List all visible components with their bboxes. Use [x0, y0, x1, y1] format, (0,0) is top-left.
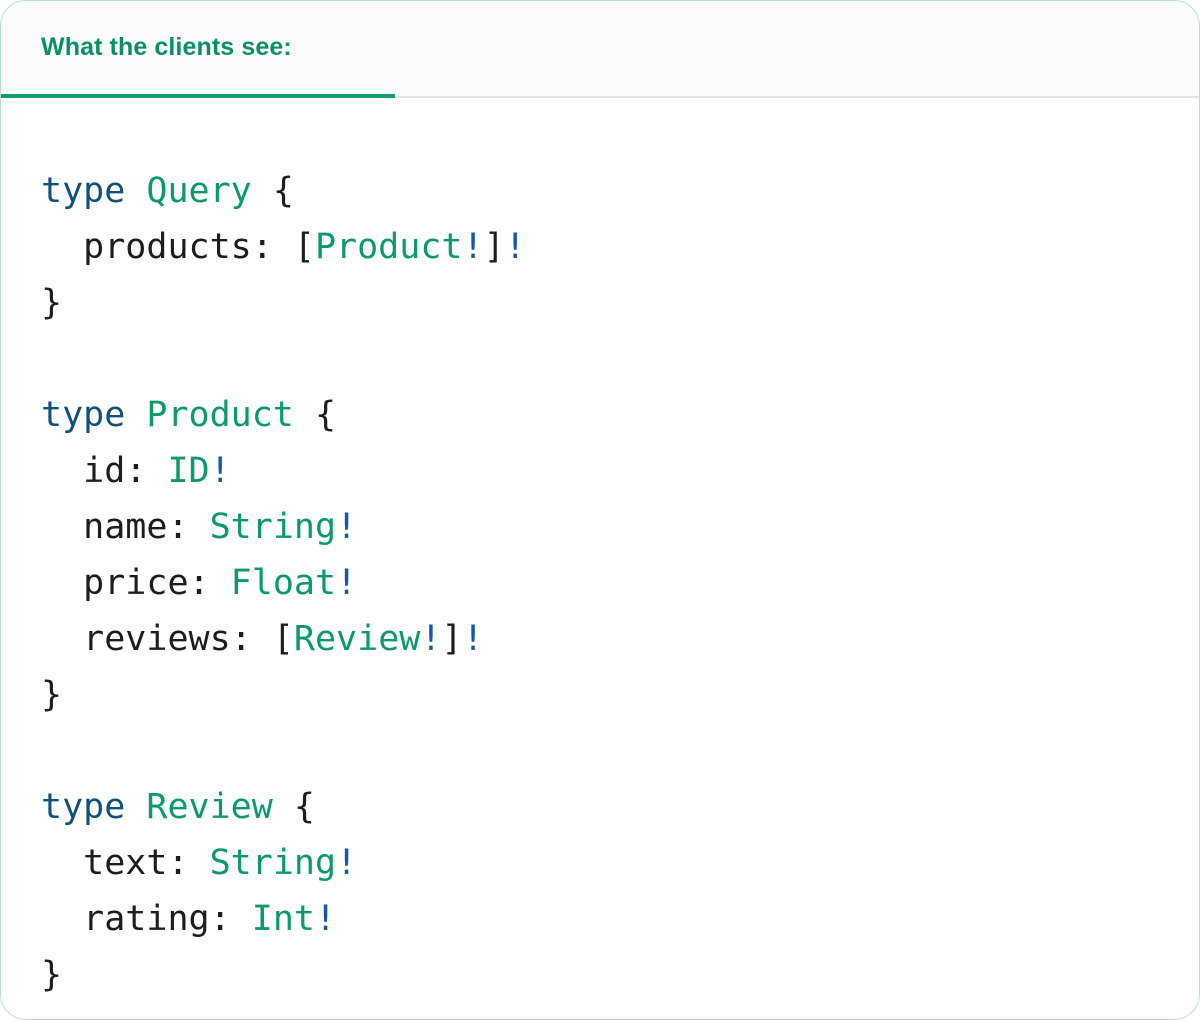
code-line: name: String! [41, 499, 1199, 555]
code-line [41, 331, 1199, 387]
code-token-keyword: type [41, 395, 126, 435]
code-line: products: [Product!]! [41, 219, 1199, 275]
code-token-typename: String [209, 843, 337, 883]
code-line: type Review { [41, 779, 1199, 835]
code-token-bang: ! [314, 899, 337, 939]
code-token-typename: Review [293, 619, 421, 659]
code-line [41, 723, 1199, 779]
code-line: id: ID! [41, 443, 1199, 499]
code-token-punct: { [272, 171, 294, 211]
code-line: price: Float! [41, 555, 1199, 611]
code-line: } [41, 275, 1199, 331]
code-token-plain [41, 227, 83, 267]
code-token-typename: String [209, 507, 337, 547]
code-line: text: String! [41, 835, 1199, 891]
code-token-punct: [ [293, 227, 315, 267]
code-token-plain [41, 563, 83, 603]
code-token-field: id [83, 451, 126, 491]
code-token-punct: : [167, 507, 210, 547]
code-token-typename: Review [146, 787, 273, 827]
code-token-punct: : [230, 619, 273, 659]
code-token-punct: ] [483, 227, 505, 267]
code-token-keyword: type [41, 787, 126, 827]
code-token-bang: ! [336, 563, 358, 603]
code-line: rating: Int! [41, 891, 1199, 947]
code-token-punct: { [293, 787, 315, 827]
graphql-schema-code[interactable]: type Query { products: [Product!]! } typ… [41, 163, 1199, 1003]
code-token-bang: ! [462, 227, 484, 267]
code-token-plain [41, 843, 83, 883]
code-token-plain [125, 787, 146, 827]
code-token-bang: ! [462, 619, 484, 659]
code-token-plain [41, 507, 83, 547]
code-token-bang: ! [420, 619, 442, 659]
code-token-punct: : [188, 563, 231, 603]
code-token-plain [41, 899, 83, 939]
code-token-punct: : [251, 227, 294, 267]
code-token-plain [41, 619, 83, 659]
code-area: type Query { products: [Product!]! } typ… [1, 98, 1199, 1003]
code-token-typename: Query [146, 171, 252, 211]
code-token-field: name [83, 507, 168, 547]
code-token-plain [125, 395, 146, 435]
code-token-punct: ] [441, 619, 463, 659]
code-token-bang: ! [336, 507, 358, 547]
code-token-plain [294, 395, 315, 435]
tab-label: What the clients see: [41, 33, 292, 61]
code-token-bang: ! [209, 451, 231, 491]
code-token-field: price [83, 563, 189, 603]
code-token-punct: [ [272, 619, 294, 659]
code-token-field: products [83, 227, 252, 267]
code-token-field: rating [83, 899, 210, 939]
code-token-typename: Product [146, 395, 294, 435]
code-token-bang: ! [504, 227, 526, 267]
code-token-keyword: type [41, 171, 126, 211]
code-line: type Product { [41, 387, 1199, 443]
code-token-plain [273, 787, 294, 827]
code-token-punct: } [41, 283, 63, 323]
tab-what-the-clients-see[interactable]: What the clients see: [1, 1, 395, 98]
tab-strip: What the clients see: [1, 1, 1199, 98]
code-token-field: reviews [83, 619, 231, 659]
code-line: } [41, 947, 1199, 1003]
code-line: reviews: [Review!]! [41, 611, 1199, 667]
code-token-punct: : [125, 451, 168, 491]
code-token-typename: Float [230, 563, 337, 603]
code-token-punct: : [167, 843, 210, 883]
code-token-punct: { [314, 395, 337, 435]
code-token-typename: Int [251, 899, 315, 939]
code-token-plain [41, 451, 83, 491]
code-line: type Query { [41, 163, 1199, 219]
code-token-typename: ID [167, 451, 210, 491]
code-token-plain [252, 171, 273, 211]
code-token-punct: : [209, 899, 252, 939]
code-line: } [41, 667, 1199, 723]
code-token-punct: } [41, 675, 63, 715]
code-token-typename: Product [314, 227, 463, 267]
code-token-field: text [83, 843, 168, 883]
code-token-plain [125, 171, 146, 211]
code-token-punct: } [41, 955, 63, 995]
code-token-bang: ! [336, 843, 358, 883]
